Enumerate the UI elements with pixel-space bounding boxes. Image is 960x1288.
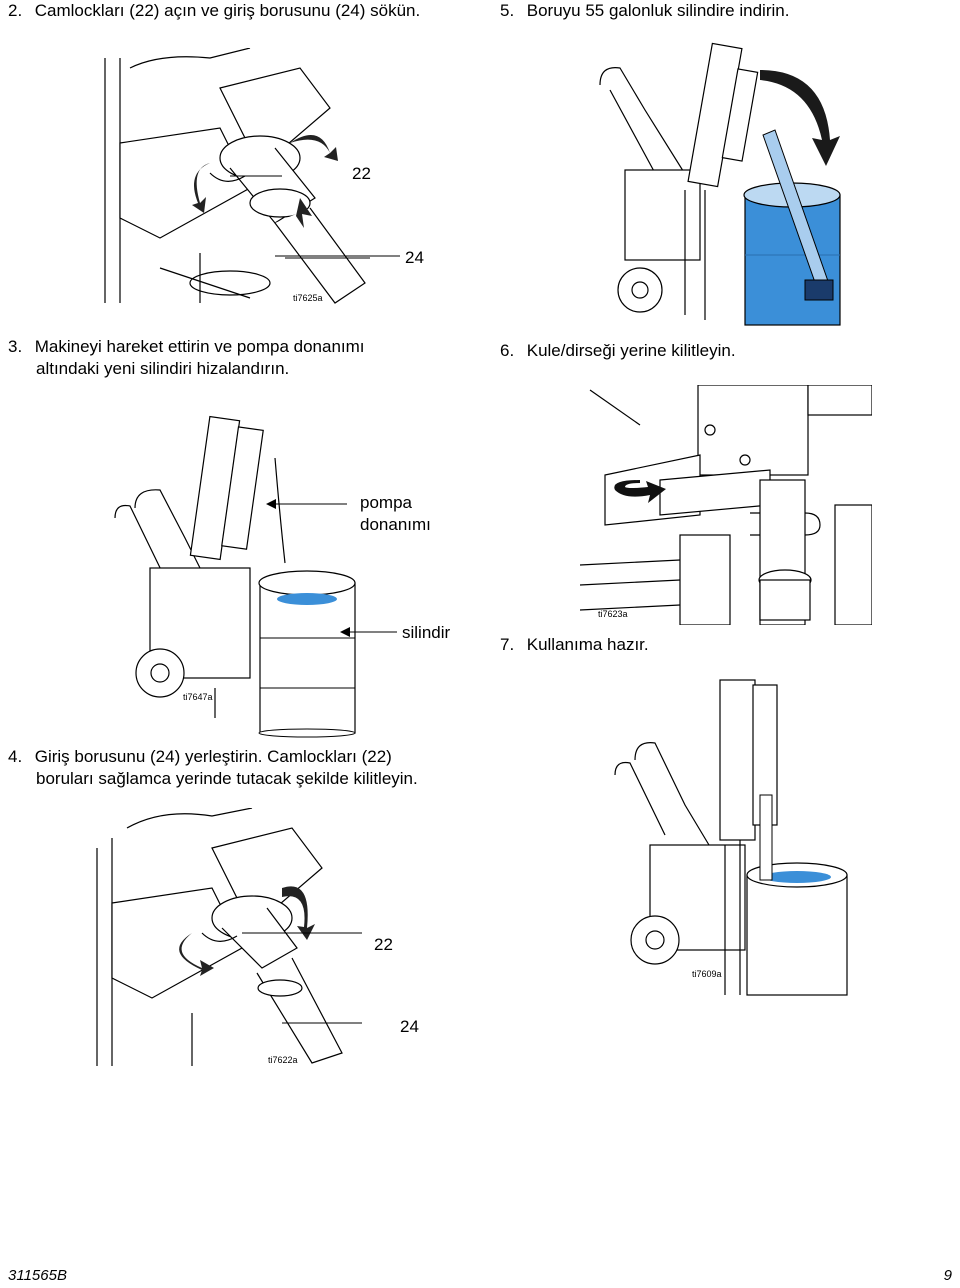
- align-pump-illustration: ti7647a: [114, 415, 356, 738]
- figure-align-pump: ti7647a: [105, 398, 370, 738]
- callout-camlock: 22: [352, 164, 371, 183]
- step-number: 4.: [8, 747, 23, 766]
- page-number: 9: [943, 1267, 952, 1284]
- step-number: 5.: [500, 1, 515, 20]
- callout-pump-line-1: pompa: [360, 493, 412, 512]
- step-text: Boruyu 55 galonluk silindire indirin.: [526, 1, 790, 20]
- leader-lines: [275, 255, 400, 257]
- step-7: 7. Kullanıma hazır.: [500, 634, 649, 656]
- figure-id: ti7625a: [293, 293, 323, 303]
- callout-drum: silindir: [402, 623, 451, 642]
- figure-id: ti7647a: [183, 692, 213, 702]
- figure-lower-tube: [585, 40, 860, 330]
- step-text: Kullanıma hazır.: [526, 635, 649, 654]
- lower-tube-illustration: [599, 42, 841, 326]
- ready-illustration: ti7609a: [614, 679, 848, 996]
- figure-id: ti7622a: [268, 1055, 298, 1065]
- step-number: 6.: [500, 341, 515, 360]
- camlock-open-illustration: ti7625a: [104, 47, 395, 304]
- step-text: Camlockları (22) açın ve giriş borusunu …: [34, 1, 421, 20]
- figure-lock-tower: ti7623a: [579, 384, 873, 626]
- camlock-close-illustration: ti7622a: [96, 807, 392, 1066]
- figure-id: ti7609a: [692, 969, 722, 979]
- figure-camlock-close: ti7622a: [92, 807, 392, 1068]
- step-2: 2. Camlockları (22) açın ve giriş borusu…: [8, 0, 420, 22]
- step-text-line-1: Makineyi hareket ettirin ve pompa donanı…: [34, 337, 365, 356]
- step-number: 3.: [8, 337, 23, 356]
- callout-pump-line-2: donanımı: [360, 515, 431, 534]
- callout-inlet-tube: 24: [405, 248, 424, 267]
- step-text-line-1: Giriş borusunu (24) yerleştirin. Camlock…: [34, 747, 392, 766]
- step-text-line-2: altındaki yeni silindiri hizalandırın.: [36, 359, 290, 378]
- callout-inlet-tube: 24: [400, 1017, 419, 1036]
- step-3: 3. Makineyi hareket ettirin ve pompa don…: [8, 336, 365, 380]
- figure-ready: ti7609a: [585, 675, 867, 997]
- doc-number: 311565B: [8, 1267, 67, 1284]
- step-5: 5. Boruyu 55 galonluk silindire indirin.: [500, 0, 789, 22]
- figure-id: ti7623a: [598, 609, 628, 619]
- figure-camlock-open: ti7625a: [100, 47, 395, 308]
- step-text: Kule/dirseği yerine kilitleyin.: [526, 341, 736, 360]
- lock-tower-illustration: ti7623a: [579, 384, 873, 626]
- step-number: 7.: [500, 635, 515, 654]
- step-text-line-2: boruları sağlamca yerinde tutacak şekild…: [36, 769, 418, 788]
- step-6: 6. Kule/dirseği yerine kilitleyin.: [500, 340, 736, 362]
- step-number: 2.: [8, 1, 23, 20]
- leader-lines-b: [266, 499, 397, 637]
- callout-pump-lower: pompa donanımı: [360, 492, 431, 536]
- callout-camlock: 22: [374, 935, 393, 954]
- step-4: 4. Giriş borusunu (24) yerleştirin. Caml…: [8, 746, 418, 790]
